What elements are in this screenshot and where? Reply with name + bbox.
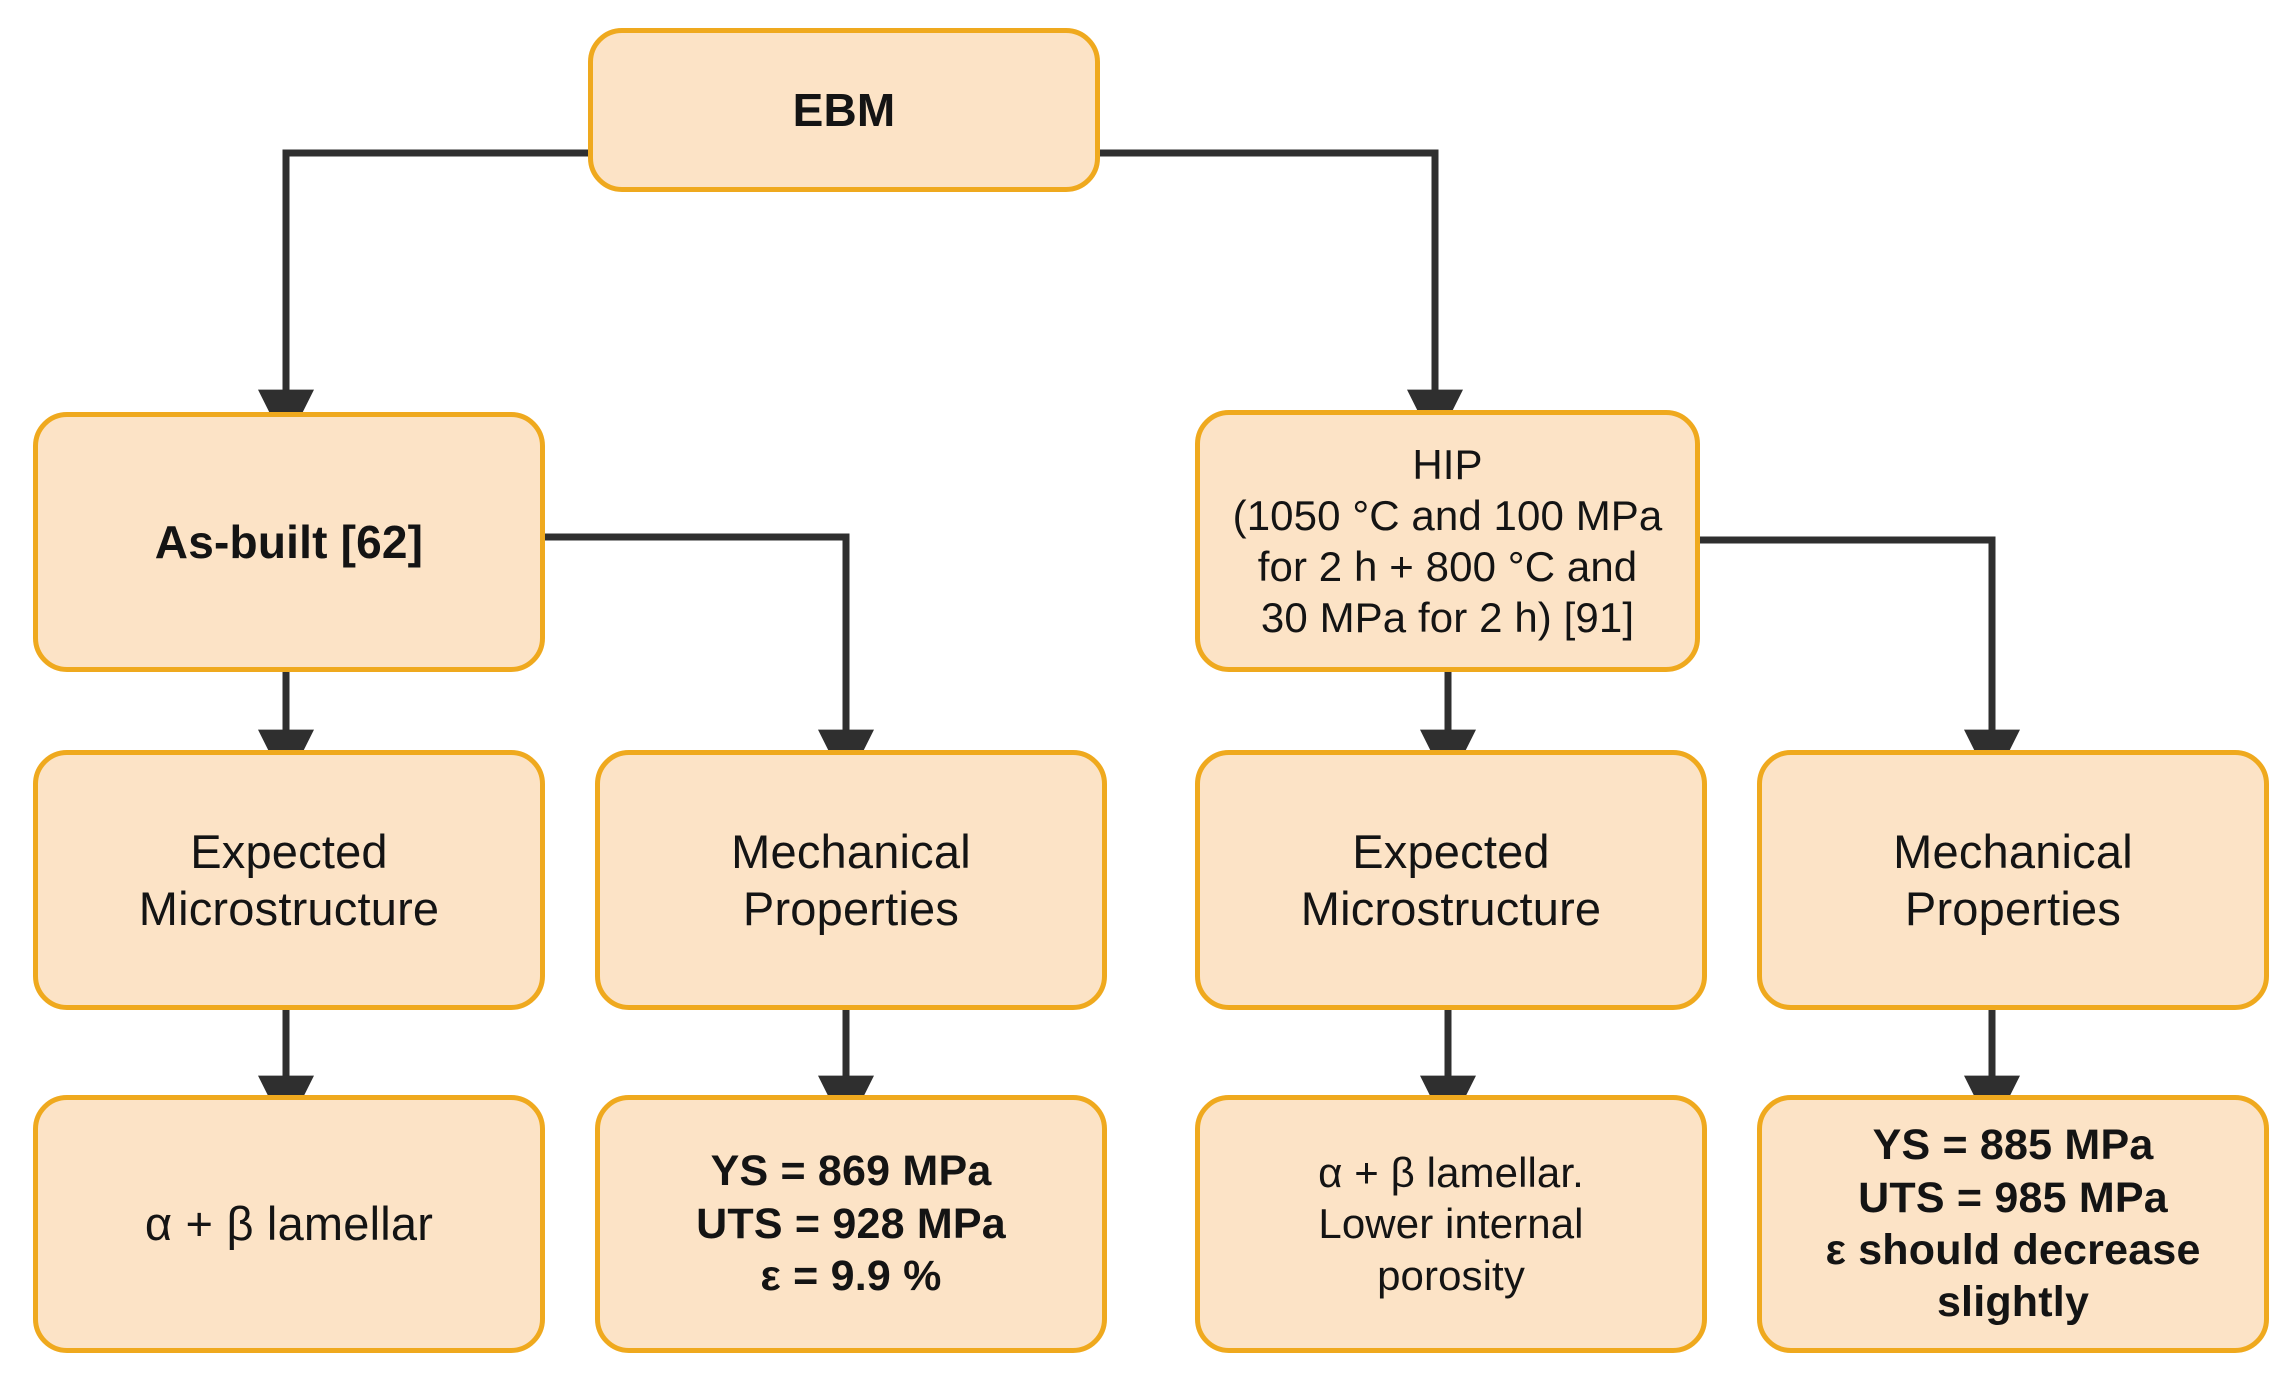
node-as-built[interactable]: As-built [62] xyxy=(33,412,545,672)
node-as-built-mechanical-value[interactable]: YS = 869 MPa UTS = 928 MPa ε = 9.9 % xyxy=(595,1095,1107,1353)
edge-as-built-to-mechanical-properties xyxy=(545,533,874,786)
edge-ebm-to-hip xyxy=(1100,149,1463,446)
edge-hip-to-mechanical-properties xyxy=(1700,536,2020,786)
node-hip-mechanical-value-label: YS = 885 MPa UTS = 985 MPa ε should decr… xyxy=(1825,1121,2201,1327)
node-as-built-expected-microstructure[interactable]: Expected Microstructure xyxy=(33,750,545,1010)
node-as-built-expected-microstructure-label: Expected Microstructure xyxy=(138,824,440,935)
edge-ebm-to-as-built xyxy=(258,149,588,446)
node-ebm[interactable]: EBM xyxy=(588,28,1100,192)
node-hip-mechanical-properties-label: Mechanical Properties xyxy=(1893,824,2133,935)
node-as-built-microstructure-value[interactable]: α + β lamellar xyxy=(33,1095,545,1353)
node-as-built-mechanical-properties-label: Mechanical Properties xyxy=(731,824,971,935)
node-hip-mechanical-value[interactable]: YS = 885 MPa UTS = 985 MPa ε should decr… xyxy=(1757,1095,2269,1353)
node-as-built-mechanical-properties[interactable]: Mechanical Properties xyxy=(595,750,1107,1010)
node-ebm-label: EBM xyxy=(792,83,896,136)
node-hip-mechanical-properties[interactable]: Mechanical Properties xyxy=(1757,750,2269,1010)
node-as-built-label: As-built [62] xyxy=(154,515,424,568)
node-hip-label: HIP (1050 °C and 100 MPa for 2 h + 800 °… xyxy=(1232,440,1663,642)
node-hip-microstructure-value[interactable]: α + β lamellar. Lower internal porosity xyxy=(1195,1095,1707,1353)
node-hip[interactable]: HIP (1050 °C and 100 MPa for 2 h + 800 °… xyxy=(1195,410,1700,672)
node-hip-expected-microstructure-label: Expected Microstructure xyxy=(1300,824,1602,935)
node-as-built-microstructure-value-label: α + β lamellar xyxy=(144,1197,434,1251)
node-as-built-mechanical-value-label: YS = 869 MPa UTS = 928 MPa ε = 9.9 % xyxy=(696,1147,1006,1301)
node-hip-microstructure-value-label: α + β lamellar. Lower internal porosity xyxy=(1318,1149,1584,1299)
node-hip-expected-microstructure[interactable]: Expected Microstructure xyxy=(1195,750,1707,1010)
